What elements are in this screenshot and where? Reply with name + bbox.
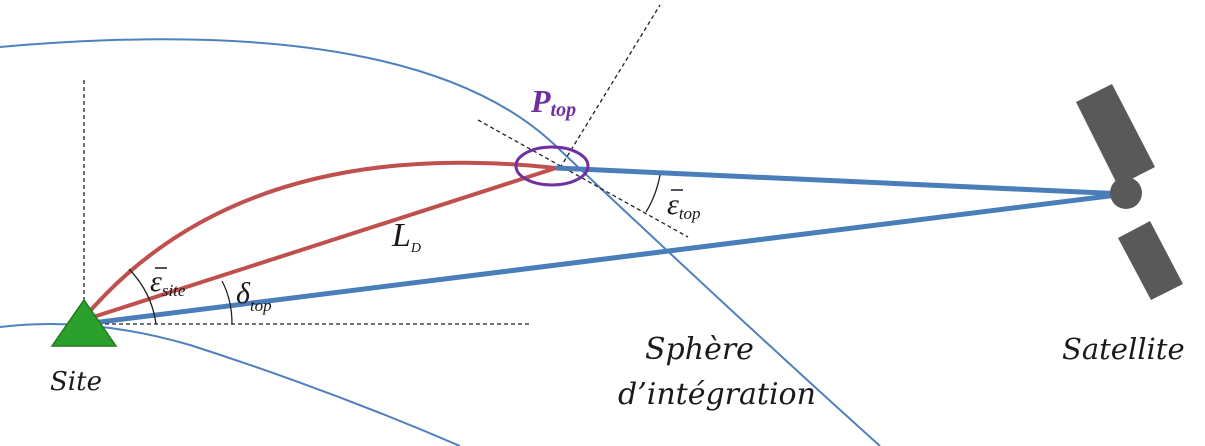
- direct-ray-site-satellite: [83, 191, 1126, 327]
- satellite-body: [1110, 177, 1142, 209]
- satellite-lower-panel: [1118, 221, 1183, 300]
- satellite-icon: [1076, 84, 1183, 300]
- ptop-marker-ring: [514, 145, 590, 187]
- ptop-label-sub: top: [551, 99, 577, 121]
- ptop-label-main: P: [530, 83, 551, 119]
- delta-top-label: δtop: [236, 277, 272, 315]
- ray-ptop-satellite: [555, 165, 1126, 197]
- ld-label: LD: [391, 217, 421, 256]
- ld-label-main: L: [391, 217, 411, 254]
- eps-site-label-sub: site: [162, 281, 186, 300]
- delta-top-label-main: δ: [236, 277, 251, 310]
- ld-label-sub: D: [410, 241, 421, 256]
- eps-top-label: εtop: [667, 188, 701, 223]
- satellite-label: Satellite: [1062, 332, 1185, 366]
- site-marker-icon: [50, 298, 118, 347]
- satellite-upper-panel: [1076, 84, 1155, 186]
- tangent-dashed-line: [477, 119, 689, 238]
- delta-top-angle-arc: [221, 280, 233, 325]
- delta-top-label-sub: top: [250, 296, 272, 315]
- site-label: Site: [50, 367, 102, 397]
- eps-site-label: εsite: [150, 265, 186, 300]
- eps-top-angle-arc: [645, 174, 661, 213]
- ld-straight-line: [83, 166, 557, 322]
- eps-top-label-sub: top: [679, 204, 701, 223]
- earth-surface-arc: [0, 322, 461, 446]
- eps-site-label-main: ε: [150, 265, 162, 298]
- eps-site-angle-arc: [128, 268, 157, 325]
- ptop-label: Ptop: [530, 83, 576, 121]
- sphere-label-line1: Sphère: [645, 332, 754, 367]
- eps-top-label-main: ε: [667, 188, 679, 221]
- outer-sphere-arc: [0, 38, 881, 446]
- normal-dashed-line: [559, 4, 661, 169]
- sphere-label-line2: d’intégration: [618, 377, 816, 412]
